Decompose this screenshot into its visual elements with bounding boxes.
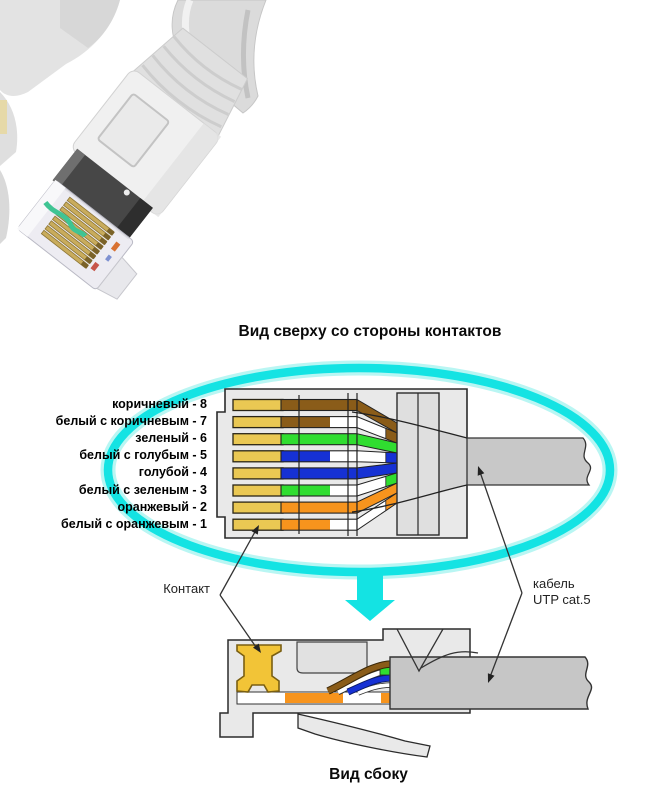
wire-6-color	[281, 433, 357, 445]
wire-label-5: белый с голубым - 5	[79, 448, 207, 463]
cable-jacket-curve	[420, 651, 479, 669]
photo-cable-shadow	[241, 9, 251, 99]
photo-blur-edge-2	[0, 170, 10, 244]
white-wire2-side	[357, 683, 393, 695]
gold-contact-side	[236, 644, 282, 693]
photo-boot-rib	[172, 35, 243, 91]
orange-wire-side	[285, 693, 343, 703]
photo-pin-tip	[84, 256, 93, 264]
photo-blue-glint	[105, 254, 112, 262]
arrowhead-cable-bottom	[487, 673, 495, 683]
photo-boot-rib	[141, 64, 222, 129]
wire-5-tip	[385, 451, 398, 464]
arrowhead-contact-top	[251, 525, 259, 535]
down-arrow	[345, 568, 395, 621]
arrowhead-contact-bottom	[253, 643, 261, 653]
contact-callout-label: Контакт	[163, 581, 210, 596]
wire-3-color	[281, 485, 330, 496]
contact-pin-4	[232, 467, 284, 480]
contact-pin-8	[232, 398, 284, 412]
photo-boot-rib	[162, 45, 236, 103]
brown-wire-side	[326, 661, 393, 694]
callout-line-contact-top	[219, 529, 257, 596]
blue-wire-side	[346, 675, 393, 695]
photo-pin-tip	[91, 246, 100, 255]
latch	[297, 713, 431, 758]
photo-body-window	[97, 93, 170, 168]
photo-glint	[123, 189, 130, 196]
top-view-diagram	[216, 388, 592, 539]
photo-pin-tip	[95, 242, 104, 250]
photo-red-glint	[90, 261, 100, 272]
photo-blurred-boot	[60, 0, 120, 48]
photo-pin-tip	[106, 228, 115, 236]
contact-pin-5	[232, 450, 284, 463]
cable-callout-line2: UTP cat.5	[533, 592, 591, 607]
cable-top-view	[466, 437, 592, 486]
wire-5-color	[281, 450, 330, 462]
photo-pin-tip	[88, 251, 97, 260]
photo-blur-glint	[0, 100, 7, 134]
wire-2-color	[281, 502, 357, 514]
wire-1-color	[281, 519, 330, 531]
photo-boot-rib	[151, 54, 229, 116]
cable-callout-line1: кабель	[533, 576, 575, 591]
orange-wire-side-end	[381, 693, 392, 703]
arrowhead-cable-top	[477, 466, 485, 476]
photo-connector	[17, 27, 249, 300]
wire-label-4: голубой - 4	[138, 465, 207, 480]
callout-line-cable-bottom	[489, 592, 523, 678]
wire-label-7: белый с коричневым - 7	[55, 414, 207, 429]
contact-pin-3	[232, 484, 284, 497]
wire-label-2: оранжевый - 2	[117, 499, 207, 514]
wire-8-color	[281, 399, 357, 411]
photo-orange-glint	[110, 241, 121, 252]
crimp-wedge	[396, 628, 444, 673]
photo-green-wire	[43, 200, 88, 238]
wire-4-color	[281, 467, 357, 479]
callout-line-cable-top	[479, 471, 523, 594]
callout-line-contact-bottom	[219, 594, 259, 651]
body-recess	[296, 641, 368, 674]
side-view-diagram	[219, 628, 593, 758]
photo-gold-pins	[40, 196, 115, 269]
contact-pin-2	[232, 501, 284, 514]
top-view-title: Вид сверху со стороны контактов	[238, 323, 502, 340]
wire-7-color	[281, 416, 330, 428]
callout-lines	[219, 471, 523, 678]
cable-side-view	[389, 656, 593, 710]
photo-pin-tip	[102, 232, 112, 241]
photo-tip-sheen	[17, 179, 66, 237]
photo-pin-tip	[80, 261, 89, 269]
photo-pin-tip	[99, 237, 108, 246]
contact-pin-7	[232, 415, 284, 429]
wire-label-8: коричневый - 8	[112, 397, 207, 411]
photo-latch-tab	[96, 256, 138, 300]
wire-label-6: зеленый - 6	[135, 431, 207, 446]
funnel-curve-bottom	[351, 484, 468, 513]
photo-body-shade	[140, 123, 222, 218]
side-view-title: Вид сбоку	[329, 766, 408, 783]
photo-crimp-highlight	[52, 148, 86, 187]
wire-label-1: белый с оранжевым - 1	[61, 516, 207, 531]
wire-label-3: белый с зеленым - 3	[78, 482, 207, 497]
photo-crimp-shadow	[115, 197, 153, 240]
wire-rows	[232, 398, 398, 532]
callout-arrowheads	[251, 466, 495, 683]
contact-pin-6	[232, 433, 284, 446]
rj45-photo	[0, 0, 267, 300]
funnel-curve-top	[351, 411, 468, 439]
